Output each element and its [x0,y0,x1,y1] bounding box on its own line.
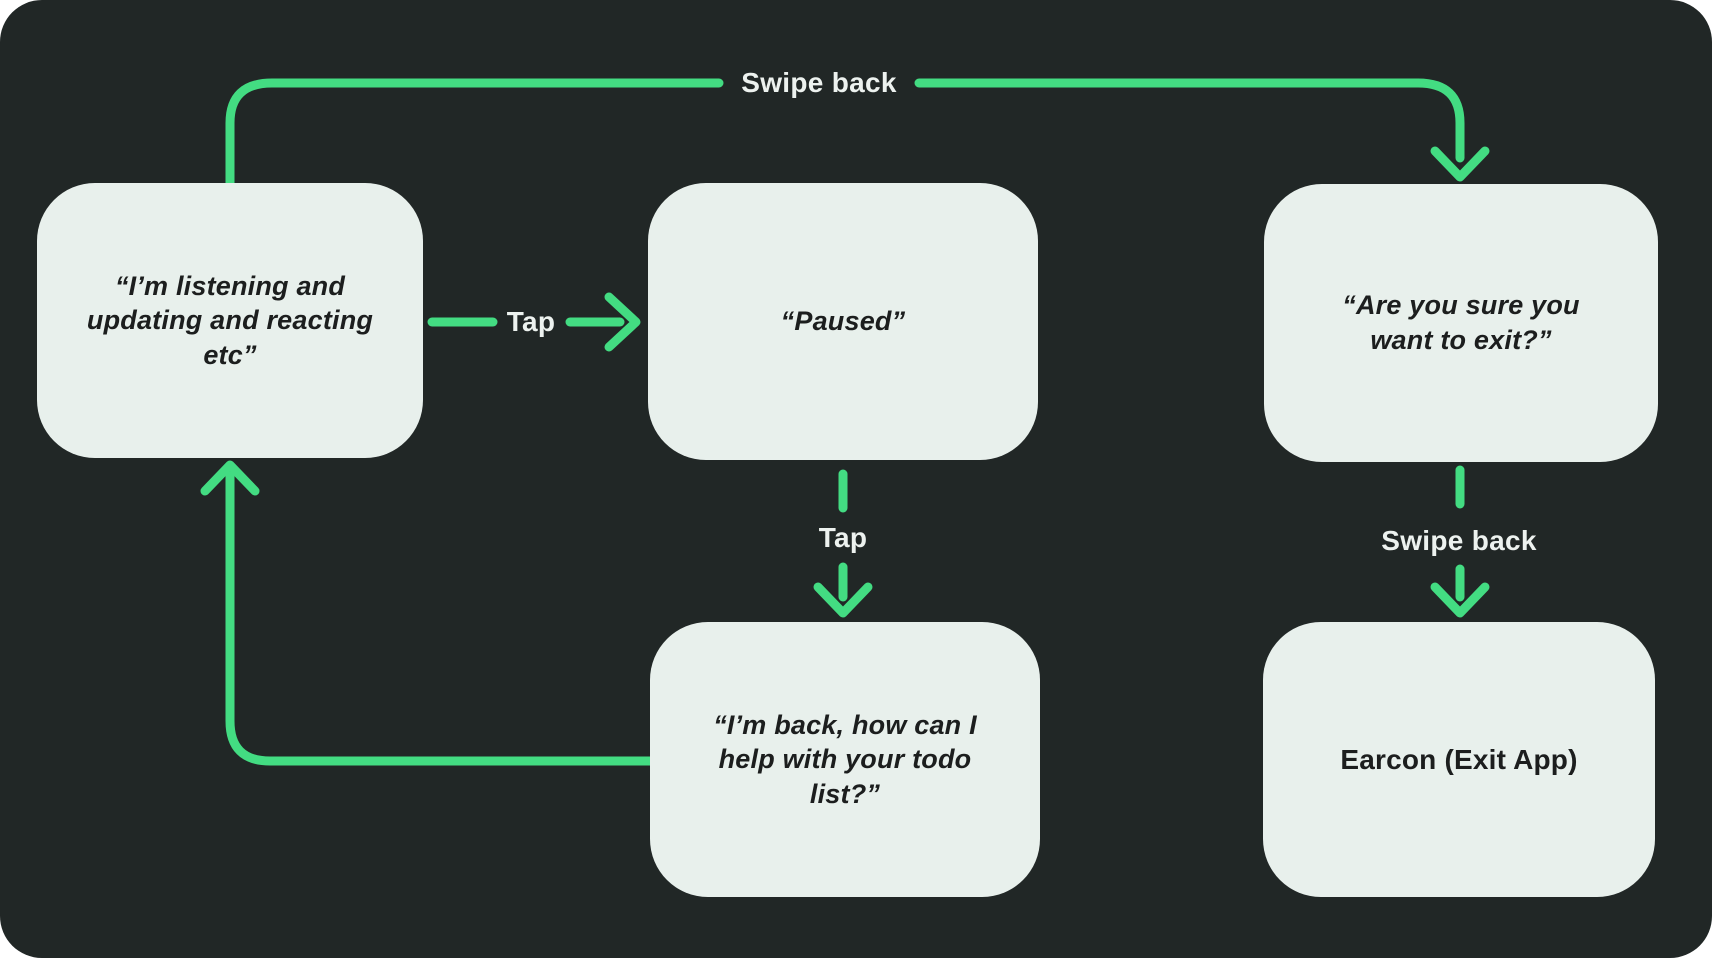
node-exit-confirm-text: “Are you sure you want to exit?” [1342,290,1580,355]
edge-label-swipe-back-top: Swipe back [741,67,897,98]
node-earcon-exit-state: Earcon (Exit App) [1263,622,1655,897]
edge-swipe-back-top-right-segment [914,78,1465,163]
edge-label-swipe-back-right: Swipe back [1381,525,1537,556]
node-back-text: “I’m back, how can I help with your todo… [713,709,977,809]
edge-tap-vertical-arrowhead [813,582,873,618]
edge-label-tap-vertical: Tap [818,522,868,553]
node-exit-confirm-state: “Are you sure you want to exit?” [1264,184,1658,462]
node-paused-text: “Paused” [780,306,906,337]
edge-loop-back-arrowhead [200,460,260,496]
edge-swipe-back-top-arrowhead [1430,146,1490,182]
edge-label-tap-horizontal: Tap [506,306,556,337]
node-back-state: “I’m back, how can I help with your todo… [650,622,1040,897]
node-listening-state: “I’m listening and updating and reacting… [37,183,423,458]
edge-loop-back-segment [225,471,655,766]
edge-swipe-back-top-left-segment [225,78,724,189]
node-listening-text: “I’m listening and updating and reacting… [86,270,374,370]
node-paused-state: “Paused” [648,183,1038,460]
edge-tap-horizontal-arrowhead [604,292,641,352]
node-earcon-text: Earcon (Exit App) [1340,743,1578,775]
edge-swipe-back-right-arrowhead [1430,582,1490,618]
